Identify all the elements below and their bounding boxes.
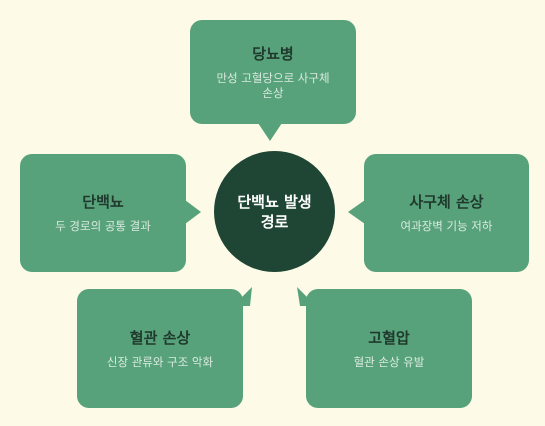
node-hypertension: 고혈압 혈관 손상 유발: [306, 289, 472, 408]
node-vascular: 혈관 손상 신장 관류와 구조 악화: [77, 289, 243, 408]
node-hypertension-desc: 혈관 손상 유발: [353, 354, 425, 369]
node-proteinuria: 단백뇨 두 경로의 공통 결과: [20, 154, 186, 272]
node-hypertension-title: 고혈압: [368, 328, 410, 347]
node-diabetes: 당뇨병 만성 고혈당으로 사구체 손상: [190, 20, 356, 124]
node-proteinuria-pointer: [185, 200, 201, 224]
node-vascular-title: 혈관 손상: [129, 328, 191, 347]
node-glomerular: 사구체 손상 여과장벽 기능 저하: [364, 154, 529, 272]
node-diabetes-pointer: [258, 123, 282, 141]
node-proteinuria-title: 단백뇨: [82, 193, 124, 211]
node-diabetes-desc: 만성 고혈당으로 사구체 손상: [216, 70, 330, 100]
node-glomerular-desc: 여과장벽 기능 저하: [400, 219, 493, 233]
node-proteinuria-desc: 두 경로의 공통 결과: [55, 219, 151, 233]
center-node-label: 단백뇨 발생 경로: [237, 192, 312, 231]
node-hypertension-pointer: [297, 287, 316, 306]
node-glomerular-title: 사구체 손상: [409, 193, 484, 211]
node-diabetes-title: 당뇨병: [252, 44, 294, 63]
node-glomerular-pointer: [348, 200, 365, 224]
node-vascular-desc: 신장 관류와 구조 악화: [106, 354, 214, 369]
node-vascular-pointer: [233, 287, 252, 306]
center-node: 단백뇨 발생 경로: [214, 151, 335, 272]
